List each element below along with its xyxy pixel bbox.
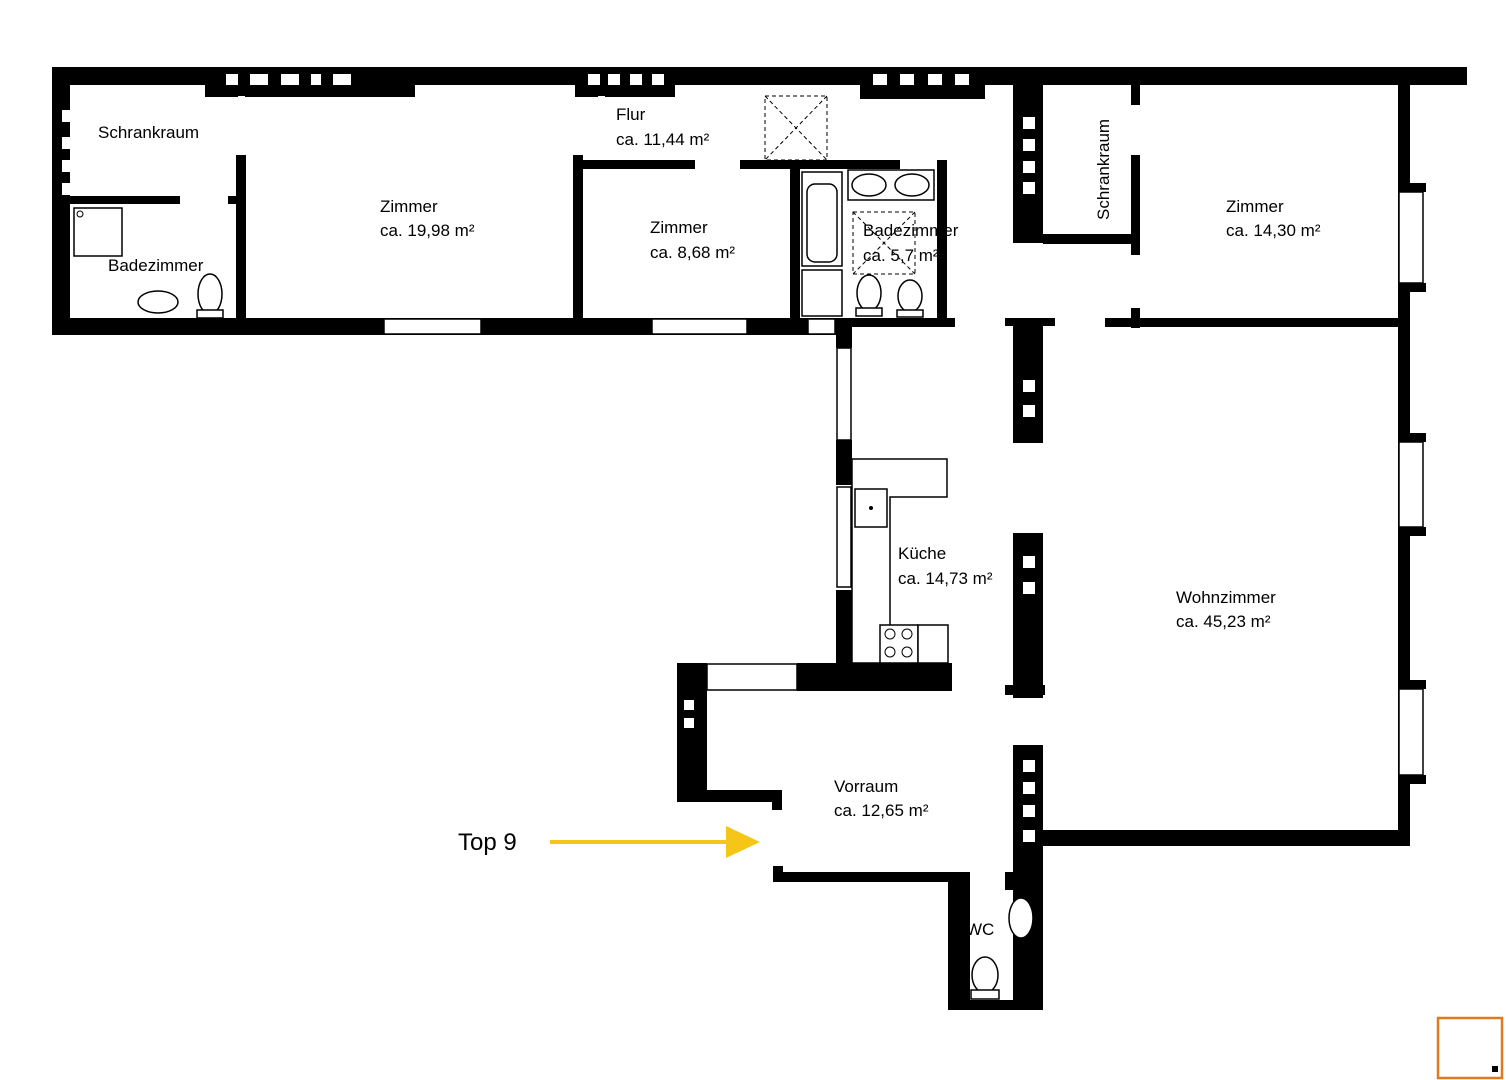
label-zimmer3-name: Zimmer <box>1226 197 1284 216</box>
label-schrankraum-right: Schrankraum <box>1094 119 1113 220</box>
label-schrankraum-left: Schrankraum <box>98 123 199 142</box>
label-badezimmer-left: Badezimmer <box>108 256 204 275</box>
label-kueche-name: Küche <box>898 544 946 563</box>
label-flur-name: Flur <box>616 105 646 124</box>
entrance-arrow-icon <box>726 826 760 858</box>
windows <box>383 191 1424 776</box>
logo-frame-icon <box>1436 1016 1504 1080</box>
label-zimmer2-name: Zimmer <box>650 218 708 237</box>
label-zimmer1-area: ca. 19,98 m² <box>380 221 475 240</box>
label-wohnzimmer-name: Wohnzimmer <box>1176 588 1276 607</box>
entrance-marker: Top 9 <box>458 826 760 858</box>
niche-markers <box>62 74 1035 842</box>
label-zimmer2-area: ca. 8,68 m² <box>650 243 735 262</box>
label-bad2-name: Badezimmer <box>863 221 959 240</box>
label-zimmer1-name: Zimmer <box>380 197 438 216</box>
entrance-label: Top 9 <box>458 829 517 856</box>
fixtures <box>73 95 1034 1000</box>
label-zimmer3-area: ca. 14,30 m² <box>1226 221 1321 240</box>
sink-icon <box>851 173 887 197</box>
room-labels: Schrankraum Badezimmer Zimmer ca. 19,98 … <box>98 105 1321 939</box>
logo-dot-icon <box>1492 1066 1498 1072</box>
sink-icon <box>137 290 179 314</box>
label-vorraum-name: Vorraum <box>834 777 898 796</box>
toilet-icon <box>197 273 223 315</box>
shower-icon <box>73 207 123 257</box>
label-wohnzimmer-area: ca. 45,23 m² <box>1176 612 1271 631</box>
toilet-icon <box>971 956 999 994</box>
sink-icon <box>894 173 930 197</box>
label-vorraum-area: ca. 12,65 m² <box>834 801 929 820</box>
label-kueche-area: ca. 14,73 m² <box>898 569 993 588</box>
label-bad2-area: ca. 5,7 m² <box>863 246 939 265</box>
logo <box>1436 1016 1504 1080</box>
label-flur-area: ca. 11,44 m² <box>616 130 710 149</box>
bidet-icon <box>897 279 923 313</box>
toilet-icon <box>856 274 882 312</box>
label-wc: WC <box>966 920 994 939</box>
sink-icon <box>1008 897 1034 939</box>
